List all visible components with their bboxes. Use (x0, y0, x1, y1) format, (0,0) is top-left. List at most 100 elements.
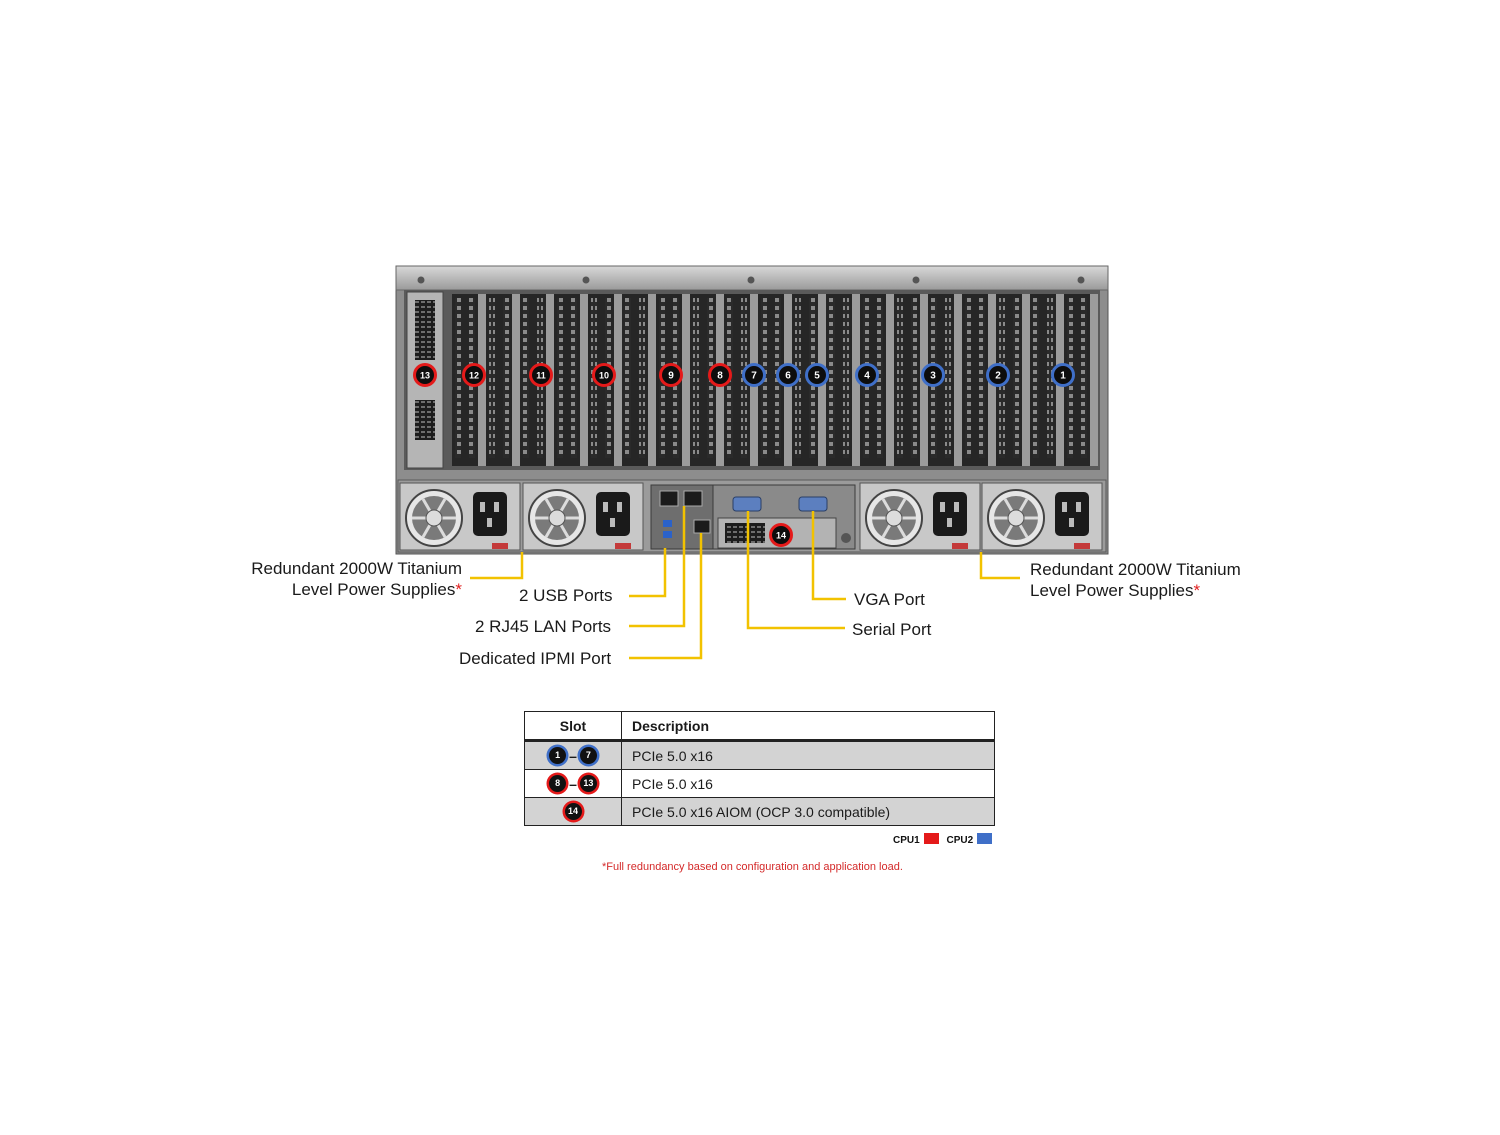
serial-leader (746, 511, 845, 630)
slot-number: 3 (930, 371, 936, 382)
usb-leader (629, 548, 667, 598)
psu-right-asterisk: * (1193, 581, 1201, 600)
vga-callout: VGA Port (854, 590, 925, 609)
psu-left-callout: Redundant 2000W Titanium Level Power Sup… (240, 558, 462, 600)
rj45-lan-port-1 (659, 490, 679, 507)
slot-number: 7 (751, 371, 757, 382)
slot-cover-vent (843, 298, 849, 458)
psu-left-line1: Redundant 2000W Titanium (251, 559, 462, 578)
slot-badge-3: 3 (921, 363, 945, 387)
slot-cover-vent (489, 298, 495, 458)
slot-range-cell: 14 (524, 797, 622, 826)
lan-callout: 2 RJ45 LAN Ports (475, 617, 612, 636)
usb-callout: 2 USB Ports (519, 586, 613, 605)
slot-cover-vent (965, 298, 971, 458)
cpu2-legend-label: CPU2 (946, 835, 974, 846)
power-supply-unit (981, 482, 1103, 551)
ipmi-callout: Dedicated IPMI Port (459, 649, 612, 668)
range-dash: – (569, 775, 577, 792)
slot-badge: 1 (549, 747, 567, 765)
slot-cover-vent (639, 298, 645, 458)
cpu1-swatch (923, 833, 939, 844)
power-supply-unit (522, 482, 644, 551)
slot-number: 4 (864, 371, 870, 382)
io-bracket-vent (415, 400, 435, 440)
slot-divider (682, 294, 690, 466)
psu-release-tab (1074, 543, 1090, 549)
slot-cover-vent (557, 298, 563, 458)
io-bracket-vent (415, 300, 435, 360)
slot-badge-13: 13 (413, 363, 437, 387)
slot-divider (580, 294, 588, 466)
slot-range-cell: 1–7 (524, 740, 622, 770)
psu-release-tab (492, 543, 508, 549)
slot-number: 12 (469, 371, 479, 381)
slot-cover-vent (897, 298, 903, 458)
slot-number: 11 (536, 371, 546, 381)
cpu1-legend-label: CPU1 (893, 835, 920, 846)
slot-divider (648, 294, 656, 466)
vga-port (798, 496, 828, 512)
psu-right-callout: Redundant 2000W Titanium Level Power Sup… (1030, 559, 1241, 601)
slot-divider (1022, 294, 1030, 466)
slot-badge: 14 (564, 803, 582, 821)
slot-cover-vent (877, 298, 883, 458)
slot-cover-vent (1081, 298, 1087, 458)
slot-cover-vent (829, 298, 835, 458)
slot-divider (614, 294, 622, 466)
slot-badge-4: 4 (855, 363, 879, 387)
psu-left-line2: Level Power Supplies (291, 580, 456, 599)
cpu-legend: CPU1 CPU2 (893, 833, 997, 846)
ac-inlet (933, 492, 967, 536)
slot-divider (852, 294, 860, 466)
slot-divider (512, 294, 520, 466)
usb-port-2 (663, 531, 672, 538)
slot-number: 5 (814, 371, 820, 382)
power-supply-unit (859, 482, 981, 551)
slot-badge-2: 2 (986, 363, 1010, 387)
slot-cover-vent (979, 298, 985, 458)
slot-badge-6: 6 (776, 363, 800, 387)
top-rail-screws (417, 276, 1085, 284)
slot-number: 9 (668, 371, 674, 382)
power-supply-unit (399, 482, 521, 551)
lan-leader (629, 506, 686, 628)
serial-port (732, 496, 762, 512)
slot-cover-vent (523, 298, 529, 458)
description-cell: PCIe 5.0 x16 (621, 769, 995, 798)
table-row: 14 PCIe 5.0 x16 AIOM (OCP 3.0 compatible… (524, 797, 995, 826)
psu-left-leader (470, 552, 524, 580)
slot-cover-vent (1047, 298, 1053, 458)
description-cell: PCIe 5.0 x16 AIOM (OCP 3.0 compatible) (621, 797, 995, 826)
description-column-header: Description (621, 711, 995, 742)
slot-badge-5: 5 (805, 363, 829, 387)
slot-badge: 13 (579, 775, 597, 793)
table-row: 8–13 PCIe 5.0 x16 (524, 769, 995, 798)
usb-port-1 (663, 520, 672, 527)
slot-number: 2 (995, 371, 1001, 382)
slot-number: 14 (776, 531, 786, 541)
slot-number: 6 (785, 371, 791, 382)
serial-callout: Serial Port (852, 620, 932, 639)
slot-cover-vent (571, 298, 577, 458)
range-dash: – (569, 747, 577, 764)
ac-inlet (596, 492, 630, 536)
slot-badge: 8 (549, 775, 567, 793)
psu-release-tab (615, 543, 631, 549)
slot-badge-7: 7 (742, 363, 766, 387)
slot-cover-vent (503, 298, 509, 458)
ipmi-leader (629, 533, 703, 660)
slot-number: 10 (599, 371, 609, 381)
slot-cover-vent (945, 298, 951, 458)
slot-divider (886, 294, 894, 466)
slot-badge: 7 (579, 747, 597, 765)
slot-column-header: Slot (524, 711, 622, 742)
table-header-row: Slot Description (524, 711, 995, 742)
redundancy-footnote: *Full redundancy based on configuration … (602, 861, 903, 873)
slot-cover-vent (911, 298, 917, 458)
description-cell: PCIe 5.0 x16 (621, 740, 995, 770)
slot-range-cell: 8–13 (524, 769, 622, 798)
ac-inlet (1055, 492, 1089, 536)
